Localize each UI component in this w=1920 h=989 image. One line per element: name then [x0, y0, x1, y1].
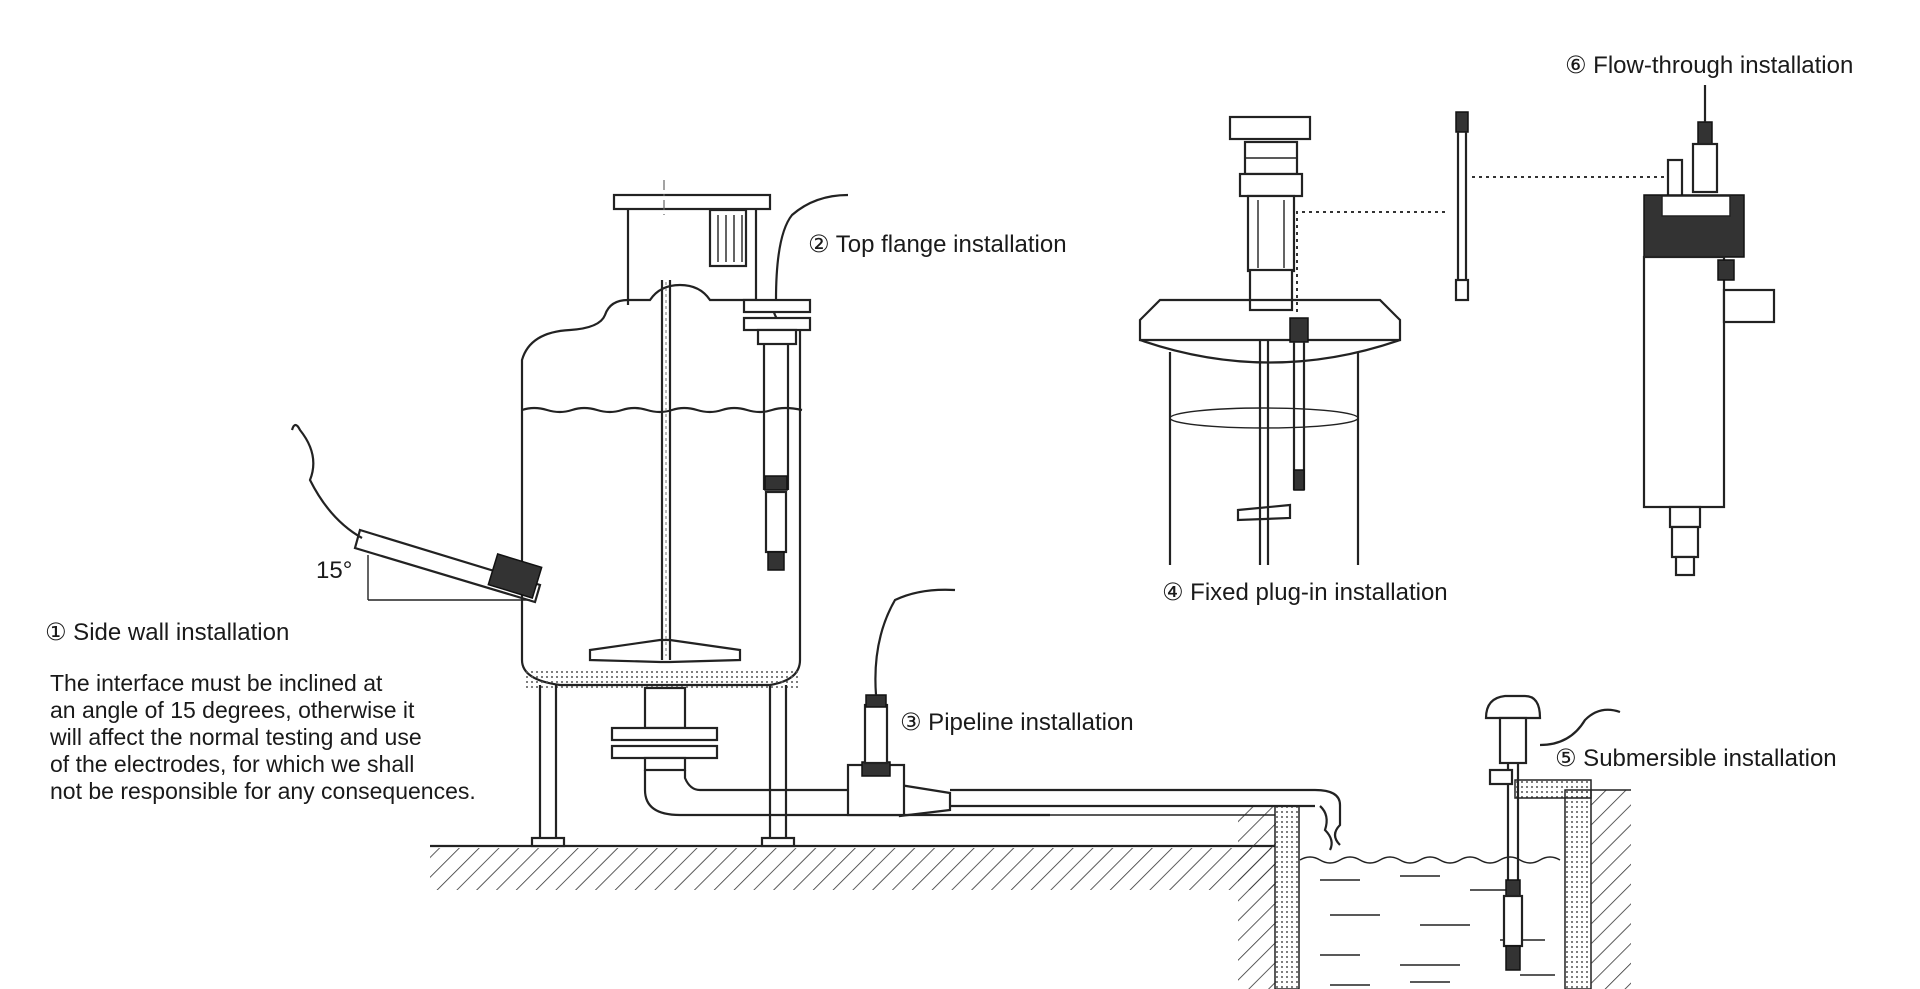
top-flange-electrode [742, 193, 849, 571]
submersible-electrode [1484, 694, 1621, 971]
note-line: The interface must be inclined at [50, 670, 383, 696]
flow-through-cell [1642, 85, 1776, 577]
fixed-plugin-reactor [1138, 115, 1448, 565]
label-side-wall: ① Side wall installation [45, 619, 289, 646]
label-pipeline: ③ Pipeline installation [900, 709, 1134, 736]
note-line: will affect the normal testing and use [49, 724, 422, 750]
water-pit [1299, 779, 1631, 989]
note-line: an angle of 15 degrees, otherwise it [50, 697, 415, 723]
loose-electrode [1454, 111, 1665, 302]
label-submersible: ⑤ Submersible installation [1555, 745, 1837, 772]
label-fixed-plugin: ④ Fixed plug-in installation [1162, 579, 1448, 606]
label-top-flange: ② Top flange installation [808, 231, 1067, 258]
note-line: of the electrodes, for which we shall [50, 751, 414, 777]
pipeline-electrode [846, 588, 956, 817]
side-wall-electrode [290, 423, 543, 604]
ground [430, 805, 1300, 989]
installation-note: The interface must be inclined at an ang… [49, 670, 476, 804]
label-flow-through: ⑥ Flow-through installation [1565, 52, 1853, 79]
outlet-pipe [610, 686, 1342, 851]
water-surface [1299, 856, 1561, 986]
note-line: not be responsible for any consequences. [50, 778, 476, 804]
angle-label: 15° [316, 557, 352, 584]
